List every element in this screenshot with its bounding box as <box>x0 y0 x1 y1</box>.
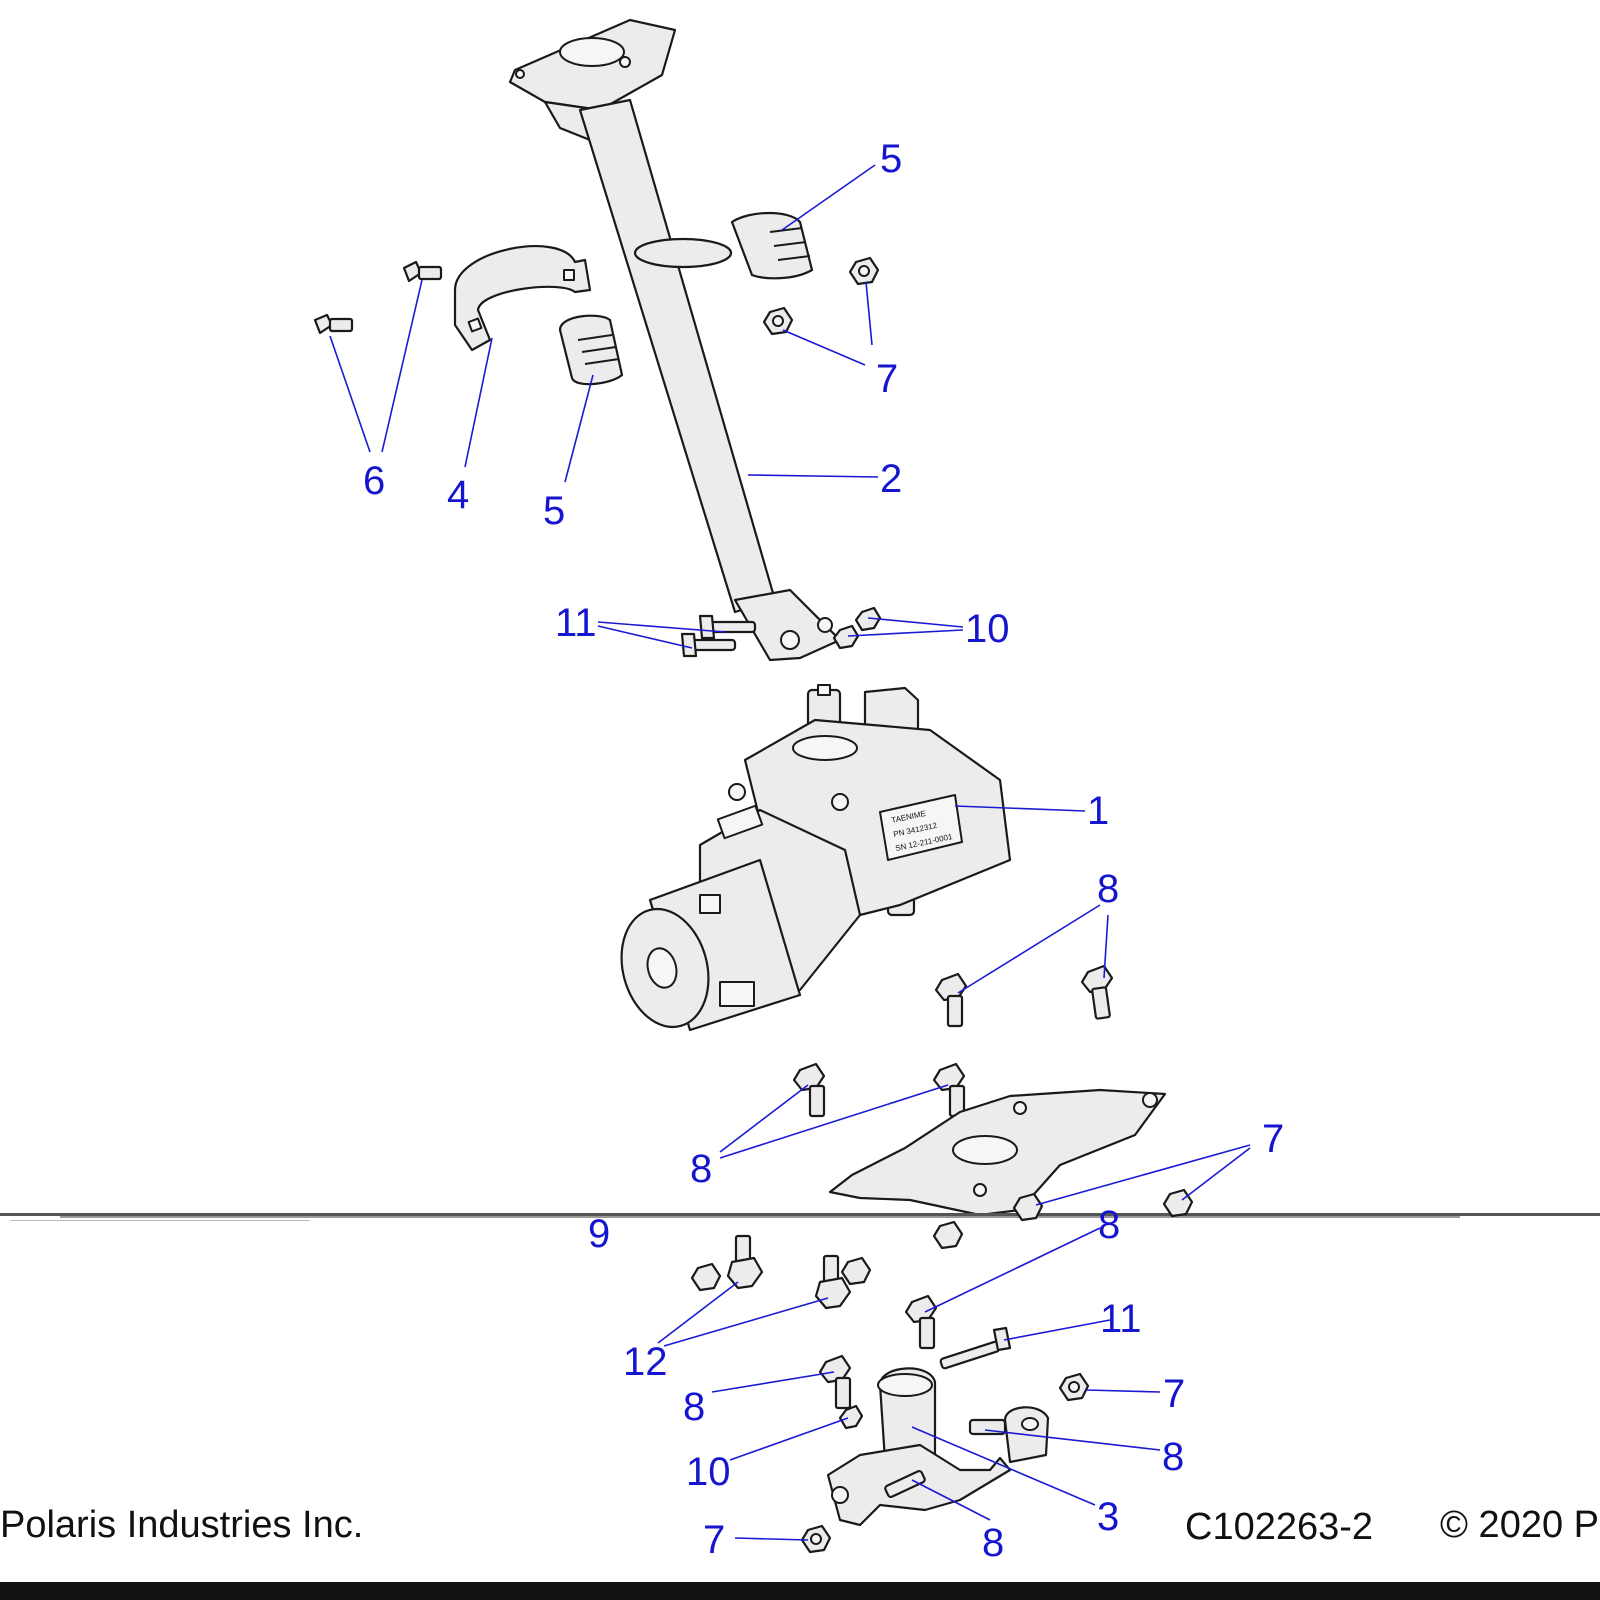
callout-11-lower: 11 <box>1100 1297 1142 1341</box>
nut-7-lower <box>1058 1372 1090 1402</box>
callout-8-d: 8 <box>683 1385 705 1429</box>
column-clamp <box>453 245 592 352</box>
callout-2: 2 <box>880 457 902 501</box>
nut-7-plate <box>932 1188 1194 1250</box>
nut-7-upper <box>848 256 880 286</box>
copyright-notice: © 2020 P <box>1440 1504 1599 1546</box>
lower-shaft-bracket <box>826 1367 1050 1527</box>
callout-9: 9 <box>588 1212 610 1256</box>
callout-5-lower: 5 <box>543 489 565 533</box>
scan-artifact-band <box>0 1213 1600 1221</box>
steering-column <box>508 18 842 662</box>
callout-7-lower: 7 <box>1163 1372 1185 1416</box>
bushing-left <box>558 314 624 386</box>
callout-8-c: 8 <box>1098 1203 1120 1247</box>
bolt-8f <box>818 1354 852 1410</box>
nut-7-bottom <box>800 1524 832 1554</box>
callout-11-upper: 11 <box>555 601 597 645</box>
callout-10-lower: 10 <box>686 1450 731 1494</box>
nut-10-column <box>832 606 882 650</box>
callout-5-upper: 5 <box>880 137 902 181</box>
callout-3: 3 <box>1097 1495 1119 1539</box>
callout-6: 6 <box>363 459 385 503</box>
bolt-11-column <box>680 614 757 658</box>
eps-unit: TAENIME PN 3412312 SN 12-211-0001 <box>620 684 1012 1032</box>
leader-lines <box>329 164 1251 1541</box>
bolt-11-lower <box>939 1326 1012 1370</box>
callout-10-upper: 10 <box>965 607 1010 651</box>
bottom-border-band <box>0 1582 1600 1600</box>
callout-8-b: 8 <box>690 1147 712 1191</box>
bolt-8a <box>934 972 968 1028</box>
nuts-12 <box>690 1234 872 1310</box>
bolt-8d <box>932 1062 966 1118</box>
footer-company-name: Polaris Industries Inc. <box>0 1504 364 1546</box>
bushing-right <box>730 212 814 280</box>
callout-1: 1 <box>1087 789 1109 833</box>
callout-7-plate: 7 <box>1262 1117 1284 1161</box>
callout-7-upper: 7 <box>876 357 898 401</box>
bolt-8e <box>904 1294 938 1350</box>
callout-12: 12 <box>623 1340 668 1384</box>
bolt-8b <box>1080 964 1114 1020</box>
callout-7-bottom: 7 <box>703 1518 725 1562</box>
callout-8-f: 8 <box>982 1521 1004 1565</box>
bolt-6a <box>313 313 354 335</box>
mounting-plate <box>828 1088 1167 1217</box>
nut-10-lower <box>838 1404 864 1430</box>
callout-4: 4 <box>447 473 469 517</box>
bolt-6b <box>402 260 443 283</box>
figure-code: C102263-2 <box>1185 1506 1374 1548</box>
callout-8-e: 8 <box>1162 1435 1184 1479</box>
callouts: 5 7 6 4 5 2 11 10 1 8 8 7 9 8 11 12 8 7 … <box>363 137 1284 1565</box>
nut-7-mid <box>762 306 794 336</box>
bolt-8c <box>792 1062 826 1118</box>
callout-8-a: 8 <box>1097 867 1119 911</box>
